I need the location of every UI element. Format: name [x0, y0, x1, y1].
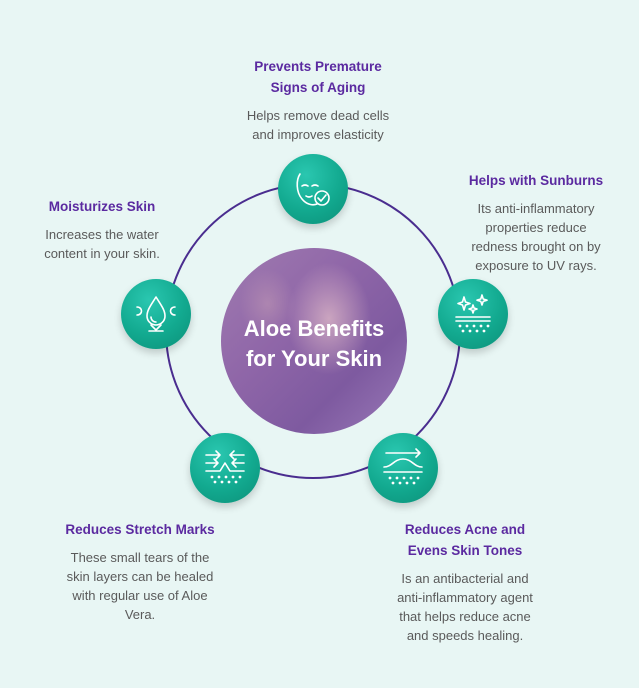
skin-wave-icon: [383, 448, 423, 485]
benefit-moisturize: Moisturizes Skin Increases the water con…: [26, 196, 178, 263]
benefit-description: These small tears of the skin layers can…: [66, 550, 214, 622]
benefit-heading: Helps with Sunburns: [468, 173, 604, 188]
benefit-heading: Reduces Stretch Marks: [65, 522, 215, 537]
node-acne: [368, 433, 438, 503]
sunburn-sparkle-icon: [455, 294, 491, 333]
face-mask-icon: [296, 173, 330, 206]
benefit-acne: Reduces Acne and Evens Skin Tones Is an …: [360, 519, 570, 645]
node-sunburns: [438, 279, 508, 349]
benefit-aging: Prevents Premature Signs of Aging Helps …: [213, 56, 423, 144]
stretch-arrows-icon: [205, 450, 245, 484]
benefit-description: Helps remove dead cells and improves ela…: [246, 108, 390, 142]
node-aging: [278, 154, 348, 224]
benefit-heading: Prevents Premature Signs of Aging: [254, 59, 382, 95]
benefit-description: Increases the water content in your skin…: [44, 227, 160, 261]
water-drop-icon: [136, 296, 176, 332]
center-title: Aloe Benefits for Your Skin: [243, 316, 385, 371]
benefit-heading: Reduces Acne and Evens Skin Tones: [404, 522, 526, 558]
benefit-sunburns: Helps with Sunburns Its anti-inflammator…: [448, 170, 624, 275]
benefit-description: Its anti-inflammatory properties reduce …: [471, 201, 601, 273]
center-circle: Aloe Benefits for Your Skin: [221, 248, 407, 434]
benefit-heading: Moisturizes Skin: [48, 199, 156, 214]
node-stretch: [190, 433, 260, 503]
benefit-stretch: Reduces Stretch Marks These small tears …: [40, 519, 240, 624]
node-moisturize: [121, 279, 191, 349]
benefit-description: Is an antibacterial and anti-inflammator…: [397, 571, 533, 643]
